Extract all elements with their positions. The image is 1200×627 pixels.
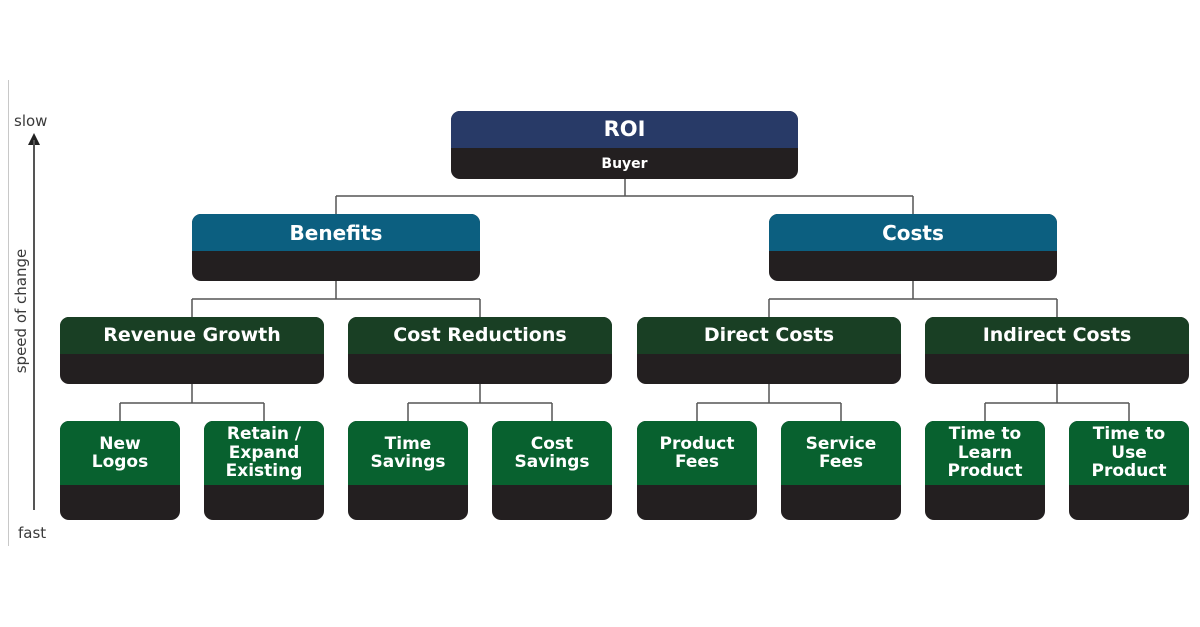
node-subtitle [348, 485, 468, 520]
node-title: Costs [769, 214, 1057, 251]
node-indirect-costs: Indirect Costs [925, 317, 1189, 384]
node-title: Cost Reductions [348, 317, 612, 354]
node-time-to-use-product: Time to Use Product [1069, 421, 1189, 520]
node-new-logos: New Logos [60, 421, 180, 520]
node-subtitle [925, 354, 1189, 384]
axis-line [33, 140, 35, 510]
node-product-fees: Product Fees [637, 421, 757, 520]
node-direct-costs: Direct Costs [637, 317, 901, 384]
node-time-savings: Time Savings [348, 421, 468, 520]
node-subtitle [204, 485, 324, 520]
node-subtitle [492, 485, 612, 520]
arrow-up-icon [28, 133, 40, 145]
node-subtitle [637, 485, 757, 520]
node-subtitle [192, 251, 480, 281]
node-service-fees: Service Fees [781, 421, 901, 520]
node-subtitle [925, 485, 1045, 520]
connector-direct-costs [696, 384, 842, 421]
axis-top-label: slow [14, 112, 48, 130]
node-subtitle [1069, 485, 1189, 520]
node-roi: ROI Buyer [451, 111, 798, 179]
node-title: Product Fees [637, 421, 757, 485]
node-revenue-growth: Revenue Growth [60, 317, 324, 384]
node-subtitle [348, 354, 612, 384]
node-title: Cost Savings [492, 421, 612, 485]
node-title: Service Fees [781, 421, 901, 485]
connector-indirect-costs [984, 384, 1130, 421]
node-title: New Logos [60, 421, 180, 485]
node-time-to-learn-product: Time to Learn Product [925, 421, 1045, 520]
node-subtitle [60, 354, 324, 384]
connector-benefits [191, 281, 481, 317]
node-subtitle [637, 354, 901, 384]
node-benefits: Benefits [192, 214, 480, 281]
node-costs: Costs [769, 214, 1057, 281]
node-retain-expand-existing: Retain / Expand Existing [204, 421, 324, 520]
node-title: Retain / Expand Existing [204, 421, 324, 485]
node-subtitle: Buyer [601, 155, 648, 172]
node-title: Benefits [192, 214, 480, 251]
connector-cost-reductions [407, 384, 553, 421]
node-title: Direct Costs [637, 317, 901, 354]
node-subtitle [60, 485, 180, 520]
node-title: Time to Use Product [1069, 421, 1189, 485]
node-title: Time to Learn Product [925, 421, 1045, 485]
connector-root [335, 179, 914, 214]
node-subtitle [769, 251, 1057, 281]
node-title: Indirect Costs [925, 317, 1189, 354]
node-cost-savings: Cost Savings [492, 421, 612, 520]
connector-costs [768, 281, 1058, 317]
left-border-line [8, 80, 9, 546]
axis-bottom-label: fast [18, 524, 47, 542]
node-subtitle [781, 485, 901, 520]
node-title: ROI [451, 111, 798, 148]
connector-revenue-growth [119, 384, 265, 421]
node-title: Time Savings [348, 421, 468, 485]
node-cost-reductions: Cost Reductions [348, 317, 612, 384]
node-title: Revenue Growth [60, 317, 324, 354]
